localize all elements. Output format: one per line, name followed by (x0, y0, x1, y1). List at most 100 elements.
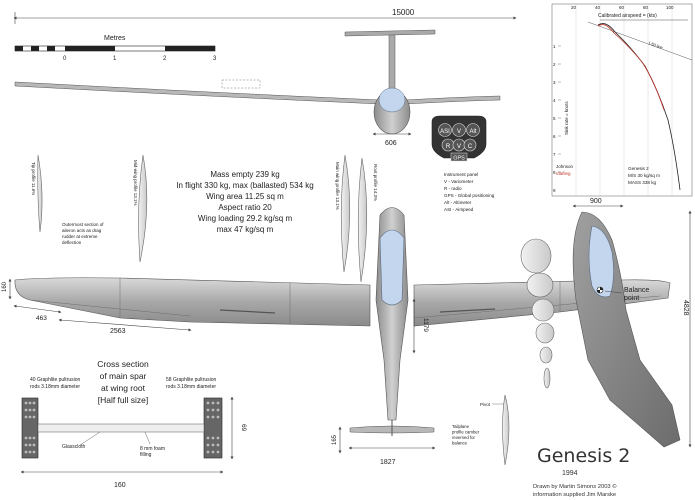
dial-v: V (457, 129, 461, 135)
spec-line: Aspect ratio 20 (218, 203, 272, 212)
legend-line: V - Variometer (444, 179, 474, 184)
polar-note: Genesis 2 (628, 166, 649, 171)
polar-y-tick: 8 (553, 170, 556, 175)
spar-left-note: 40 Graphlite pultrusion (30, 377, 81, 383)
spar-section: Cross section of main spar at wing root … (20, 359, 247, 489)
polar-y-tick: 4 (553, 98, 556, 103)
spar-title: Cross section (97, 359, 149, 369)
spec-line: Wing loading 29.2 kg/sq m (198, 214, 293, 223)
credit-line: Drawn by Martin Simons 2003 © (533, 483, 617, 490)
scale-tick-3: 3 (213, 56, 217, 62)
polar-x-tick: 40 (595, 5, 601, 10)
spec-line: max 47 kg/sq m (217, 225, 274, 234)
span-label: 15000 (392, 8, 415, 17)
polar-x-label: Calibrated airspeed = (kts) (598, 13, 657, 19)
legend-line: Instrument panel (444, 172, 478, 177)
polar-note: M/S 30 kg/sq m (628, 173, 660, 178)
title-block: Genesis 2 1994 Drawn by Martin Simons 20… (533, 445, 630, 498)
polar-y-tick: 7 (553, 152, 556, 157)
canopy-plan (379, 229, 405, 306)
aileron-note-line: aileron acts as drag (62, 228, 102, 233)
spar-right-note: rods 3.18mm diameter (166, 384, 216, 390)
polar-x-tick: 80 (643, 5, 649, 10)
polar-y-tick: 3 (553, 80, 556, 85)
polar-y-label: Sink rate = knots (564, 101, 569, 135)
left-wing (14, 277, 371, 327)
polar-y-tick: 2 (553, 62, 556, 67)
main-wing-profile (340, 154, 351, 273)
root-profile (357, 157, 368, 283)
scale-tick-0: 0 (63, 56, 67, 62)
root-profile-label: Root profile 14.3% (373, 164, 378, 201)
tailplane-note-line: Tailplane (452, 424, 470, 429)
front-view: 606 (14, 29, 501, 147)
glide-ratio-line (587, 21, 693, 61)
aileron-note-line: deflection (62, 240, 82, 245)
pivot-label: Pivot (480, 402, 491, 407)
credit-line: information supplied Jim Marske (533, 492, 616, 498)
side-view: 900 Balance point 4828 (572, 198, 692, 448)
dial-alt: Alt (469, 129, 476, 135)
instrument-legend: Instrument panel V - Variometer R - radi… (444, 172, 495, 212)
polar-chart: 20 40 60 80 100 Calibrated airspeed = (k… (551, 3, 693, 197)
scale-bar: Metres 0 1 2 3 (14, 35, 217, 62)
legend-line: ASI - Airspeed (444, 207, 474, 212)
tailplane-note-line: balance (452, 441, 468, 446)
dial-asi: ASI (440, 129, 450, 135)
tailplane-note-line: reversed for (452, 435, 475, 440)
span-dimension: 15000 (13, 8, 517, 24)
specifications: Mass empty 239 kg In flight 330 kg, max … (176, 170, 313, 234)
main-wing-profile-label: Main wing profile 13.1% (335, 162, 340, 210)
idaflieg-curve (597, 24, 665, 111)
foam-label: 8 mm foam (140, 446, 165, 452)
gps-label: GPS (453, 156, 465, 162)
fuselage-sections (520, 238, 555, 389)
foam-label: filling (140, 452, 152, 458)
flap-dim-label: 2563 (110, 328, 126, 335)
polar-note: MASS 338 kg (628, 180, 657, 185)
balance-point-label: point (624, 295, 639, 302)
fuselage-width-label: 606 (385, 140, 397, 147)
root-chord-label: 1179 (422, 318, 429, 332)
aileron-note-line: rudder at extreme (62, 234, 98, 239)
polar-y-tick: 5 (553, 116, 556, 121)
drawing-title: Genesis 2 (537, 445, 630, 467)
mid-wing-profile-label: Mid-wing profile 13.1% (133, 160, 138, 206)
fuselage-length-label: 4828 (682, 300, 689, 316)
plan-dimensions: 160 463 2563 1179 1827 165 (2, 278, 436, 466)
legend-line: R - radio (444, 186, 462, 191)
instrument-panel: ASI V Alt R V C GPS Instrument panel V -… (431, 115, 495, 212)
front-canopy (378, 87, 406, 113)
aileron-dim-label: 463 (36, 315, 47, 322)
polar-y-tick: 6 (553, 134, 556, 139)
dial-v2: V (457, 144, 461, 150)
spar-title: of main spar (100, 371, 147, 381)
spar-left-note: rods 3.18mm diameter (30, 384, 80, 390)
tailplane-chord-label: 165 (332, 434, 338, 445)
canopy-side (588, 225, 614, 298)
spec-line: In flight 330 kg, max (ballasted) 534 kg (176, 181, 313, 190)
polar-x-tick: 60 (619, 5, 625, 10)
spar-height-label: 69 (240, 424, 247, 432)
polar-x-tick: 100 (666, 5, 674, 10)
scale-bar-title: Metres (104, 35, 126, 42)
dial-r: R (446, 144, 451, 150)
glide-ratio-label: 1:50 line (648, 40, 665, 50)
spar-width-label: 160 (114, 482, 126, 489)
wing-tip-chord-label: 160 (2, 281, 8, 292)
spec-line: Wing area 11.25 sq m (206, 192, 284, 201)
tailplane-note-line: profile camber (452, 430, 480, 435)
spar-right-note: 58 Graphlite pultrusion (166, 377, 217, 383)
polar-y-tick: 1 (553, 44, 556, 49)
legend-line: GPS - Global positioning (444, 193, 495, 198)
scale-tick-2: 2 (163, 56, 167, 62)
mid-wing-profile (138, 154, 148, 263)
airfoil-profiles: Tip profile 11.6% Mid-wing profile 13.1%… (31, 154, 378, 283)
polar-x-tick: 20 (571, 5, 577, 10)
drawing-year: 1994 (562, 470, 578, 477)
legend-johnson: Johnson (556, 164, 574, 169)
